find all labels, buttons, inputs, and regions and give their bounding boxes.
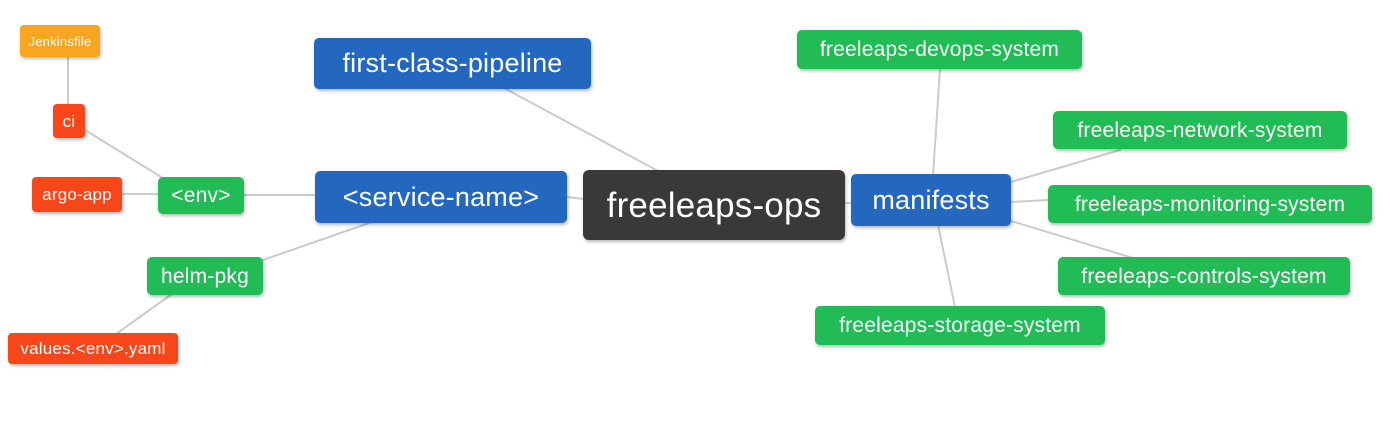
edge-manifests-network (1010, 149, 1121, 183)
mindmap-node-freeleaps-ops[interactable]: freeleaps-ops (583, 170, 845, 240)
edge-manifests-monitoring (1010, 199, 1050, 203)
mindmap-node-devops-system[interactable]: freeleaps-devops-system (797, 30, 1082, 69)
edge-manifests-devops (932, 68, 941, 176)
edge-manifests-controls (1010, 220, 1134, 259)
mindmap-node-service-name[interactable]: <service-name> (315, 171, 567, 223)
mindmap-node-helm-pkg[interactable]: helm-pkg (147, 257, 263, 295)
edge-servicename-helmpkg (262, 221, 373, 261)
edge-servicename-root (566, 196, 585, 200)
edge-helmpkg-values (115, 293, 173, 335)
edge-ci-env (84, 129, 167, 181)
mindmap-node-env[interactable]: <env> (158, 177, 244, 214)
mindmap-node-monitoring-system[interactable]: freeleaps-monitoring-system (1048, 185, 1372, 223)
mindmap-node-values-env-yaml[interactable]: values.<env>.yaml (8, 333, 178, 364)
mindmap-node-controls-system[interactable]: freeleaps-controls-system (1058, 257, 1350, 295)
mindmap-node-ci[interactable]: ci (53, 104, 85, 138)
edge-manifests-storage (937, 224, 956, 308)
mindmap-node-argo-app[interactable]: argo-app (32, 177, 122, 212)
mindmap-node-storage-system[interactable]: freeleaps-storage-system (815, 306, 1105, 345)
mindmap-node-first-class-pipeline[interactable]: first-class-pipeline (314, 38, 591, 89)
edge-pipeline-root (503, 87, 659, 172)
mindmap-node-jenkinsfile[interactable]: Jenkinsfile (20, 25, 100, 57)
mindmap-node-manifests[interactable]: manifests (851, 174, 1011, 226)
mindmap-node-network-system[interactable]: freeleaps-network-system (1053, 111, 1347, 149)
